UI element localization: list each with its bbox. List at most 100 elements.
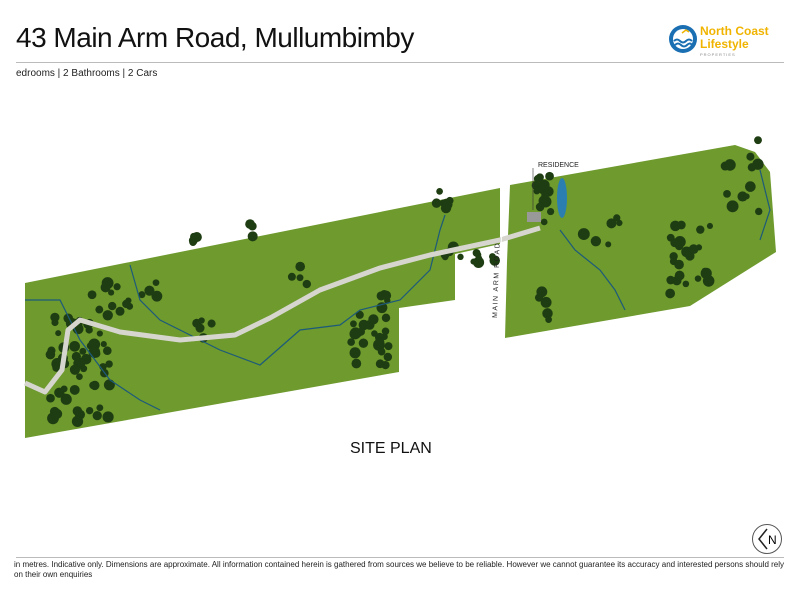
creek-line xyxy=(759,169,771,241)
tree xyxy=(87,290,97,300)
residence-label: RESIDENCE xyxy=(538,162,579,169)
tree xyxy=(724,159,736,171)
tree xyxy=(95,305,104,314)
tree xyxy=(100,282,111,293)
tree xyxy=(247,231,258,242)
tree xyxy=(688,244,699,255)
tree xyxy=(682,280,690,288)
tree xyxy=(144,285,155,296)
road-label: MAIN ARM ROAD xyxy=(492,242,502,318)
tree xyxy=(540,218,548,226)
right-parcel xyxy=(505,145,776,338)
tree xyxy=(52,363,61,372)
left-parcel xyxy=(25,188,500,438)
tree xyxy=(746,152,755,161)
tree xyxy=(371,330,378,337)
logo-emblem-icon xyxy=(669,25,697,53)
tree xyxy=(89,381,97,390)
tree xyxy=(723,190,731,198)
tree xyxy=(381,327,390,336)
tree xyxy=(79,347,87,355)
dam xyxy=(557,178,567,218)
tree xyxy=(190,232,198,240)
tree xyxy=(69,384,80,395)
tree xyxy=(138,291,146,299)
tree xyxy=(381,333,388,340)
tree xyxy=(533,174,542,183)
tree xyxy=(535,202,545,212)
north-arrow-icon: N xyxy=(752,524,782,554)
tree xyxy=(287,272,296,281)
tree xyxy=(670,256,677,263)
tree xyxy=(670,220,681,232)
tree xyxy=(534,293,544,302)
tree xyxy=(351,358,362,369)
tree xyxy=(706,222,714,230)
tree xyxy=(754,136,762,145)
tree xyxy=(489,253,496,260)
tree xyxy=(605,241,612,248)
tree xyxy=(46,393,55,403)
tree xyxy=(436,187,443,195)
tree xyxy=(108,289,115,296)
north-letter: N xyxy=(768,533,777,547)
tree xyxy=(755,207,763,216)
driveway xyxy=(23,225,541,395)
tree xyxy=(358,338,369,348)
tree xyxy=(613,214,621,222)
tree xyxy=(696,225,705,234)
tree xyxy=(115,306,125,316)
tree xyxy=(50,312,60,322)
tree xyxy=(195,323,205,333)
logo-text-2: Lifestyle xyxy=(700,37,749,51)
tree xyxy=(96,404,104,412)
tree xyxy=(377,347,386,356)
tree xyxy=(105,360,113,368)
tree xyxy=(108,301,117,311)
tree xyxy=(248,221,257,231)
tree xyxy=(726,200,739,213)
logo-text-3: PROPERTIES xyxy=(700,52,736,57)
tree xyxy=(545,171,554,181)
tree xyxy=(76,373,83,381)
tree xyxy=(63,313,74,324)
tree xyxy=(92,410,102,421)
logo-text-1: North Coast xyxy=(700,24,769,38)
tree xyxy=(113,283,121,291)
tree xyxy=(102,310,113,321)
tree xyxy=(472,249,481,257)
footer-divider xyxy=(16,557,784,558)
property-summary: edrooms | 2 Bathrooms | 2 Cars xyxy=(16,68,158,79)
tree xyxy=(96,330,103,337)
tree xyxy=(295,261,306,272)
tree xyxy=(45,349,56,360)
road-arrow-line xyxy=(497,189,504,339)
tree xyxy=(60,393,72,405)
tree xyxy=(198,317,205,324)
site-plan-caption: SITE PLAN xyxy=(350,440,432,457)
disclaimer: in metres. Indicative only. Dimensions a… xyxy=(14,560,785,579)
tree xyxy=(302,279,312,289)
tree xyxy=(349,347,361,359)
tree xyxy=(71,415,84,428)
tree xyxy=(545,316,552,323)
tree xyxy=(355,310,364,319)
residence-building xyxy=(527,212,541,222)
tree xyxy=(665,288,676,299)
tree xyxy=(590,236,602,247)
tree xyxy=(207,319,216,328)
tree xyxy=(674,270,685,281)
tree xyxy=(102,346,112,356)
tree xyxy=(747,163,757,172)
tree xyxy=(51,318,59,327)
header-divider xyxy=(16,62,784,63)
tree xyxy=(368,314,379,325)
tree xyxy=(54,387,65,398)
tree xyxy=(546,207,555,216)
tree xyxy=(151,290,163,302)
tree xyxy=(542,308,553,319)
tree xyxy=(100,341,107,348)
tree xyxy=(381,290,392,301)
tree xyxy=(541,191,549,199)
